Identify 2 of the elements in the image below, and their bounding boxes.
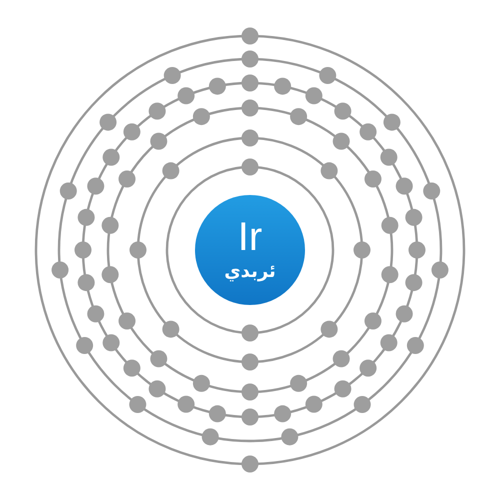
element-symbol: Ir — [238, 215, 262, 259]
element-name: ئربدي — [224, 260, 276, 284]
